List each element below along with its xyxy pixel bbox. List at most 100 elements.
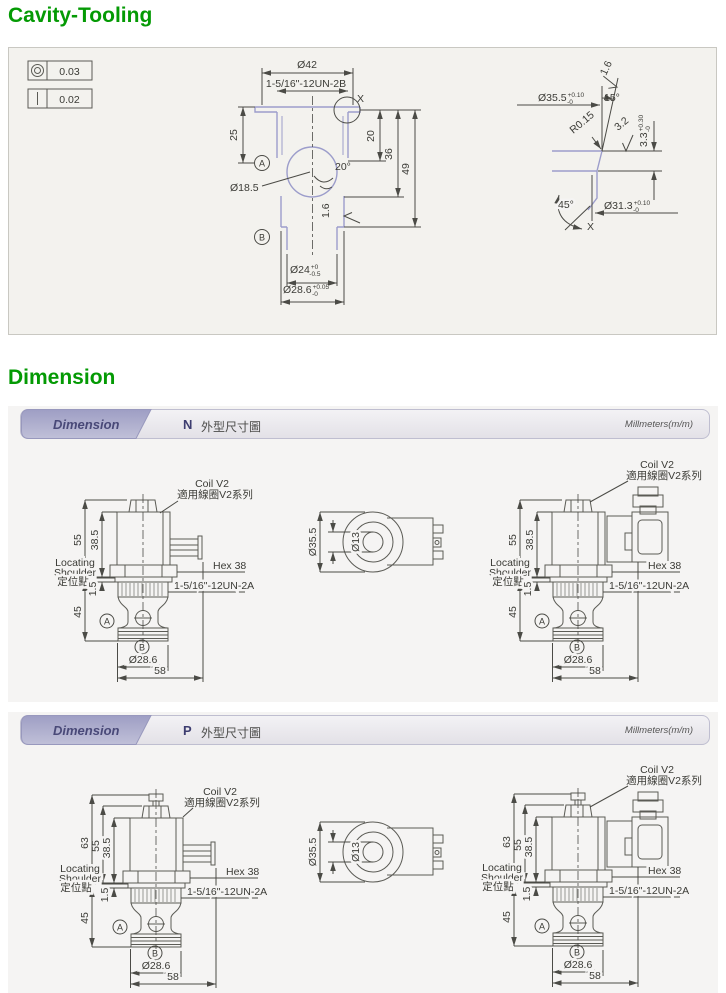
- svg-text:Hex 38: Hex 38: [213, 560, 246, 572]
- section-code: P: [183, 723, 192, 738]
- svg-text:38.5: 38.5: [89, 530, 101, 551]
- valve-drawing-n-right: Coil V2 適用線圈V2系列 55 38.5 Locating Should…: [486, 459, 702, 682]
- svg-text:Shoulder: Shoulder: [481, 872, 524, 884]
- valve-drawing-p-right: Coil V2 適用線圈V2系列 63 55 38.5 Locating Sho…: [478, 764, 702, 987]
- svg-text:Ø35.5: Ø35.5: [307, 838, 319, 867]
- detail-dia-313: Ø31.3+0.10-0: [604, 200, 650, 214]
- svg-text:58: 58: [154, 665, 166, 677]
- svg-text:Locating: Locating: [482, 862, 522, 874]
- cavity-drawing-panel: [8, 47, 717, 335]
- svg-text:Ø13: Ø13: [350, 842, 362, 862]
- svg-text:Ø35.5: Ø35.5: [307, 528, 319, 557]
- svg-text:1.5: 1.5: [99, 888, 111, 903]
- detail-angle-45: 45°: [558, 199, 574, 211]
- svg-text:B: B: [139, 643, 145, 653]
- detail-angle-15: 15°: [604, 92, 620, 104]
- svg-text:63: 63: [501, 836, 513, 848]
- cavity-tooling-title: Cavity-Tooling: [8, 4, 153, 27]
- svg-text:適用線圈V2系列: 適用線圈V2系列: [177, 488, 253, 501]
- svg-text:Ø28.6: Ø28.6: [129, 654, 158, 666]
- detail-dia-355: Ø35.5+0.10-0: [538, 92, 584, 106]
- svg-text:45: 45: [501, 911, 513, 923]
- dimension-title: Dimension: [8, 366, 116, 389]
- svg-text:38.5: 38.5: [101, 838, 113, 859]
- svg-text:A: A: [117, 923, 123, 933]
- svg-text:1-5/16"-12UN-2A: 1-5/16"-12UN-2A: [174, 580, 254, 592]
- svg-text:1.5: 1.5: [521, 887, 533, 902]
- svg-text:1-5/16"-12UN-2A: 1-5/16"-12UN-2A: [609, 885, 689, 897]
- svg-text:A: A: [259, 159, 265, 169]
- svg-text:45: 45: [507, 606, 519, 618]
- valve-drawing-n-left: Coil V2 適用線圈V2系列 55 38.5 Locating Should…: [51, 478, 257, 682]
- section-code: N: [183, 417, 193, 432]
- svg-text:Locating: Locating: [55, 557, 95, 569]
- datum-b: B: [254, 229, 270, 245]
- detail-finish-top: 1.6: [598, 59, 615, 77]
- cavity-dia-24: Ø24+0-0.5: [290, 264, 321, 278]
- tolerance-frame-straightness: 0.02: [27, 88, 93, 109]
- svg-text:A: A: [104, 617, 110, 627]
- datum-a: A: [254, 155, 270, 171]
- coil-top-view-n: Ø35.5 Ø13: [307, 512, 443, 572]
- valve-drawing-p-left: Coil V2 適用線圈V2系列 63 55 38.5 Locating Sho…: [56, 786, 270, 988]
- svg-text:B: B: [574, 948, 580, 958]
- svg-text:1.5: 1.5: [87, 582, 99, 597]
- svg-text:適用線圈V2系列: 適用線圈V2系列: [626, 774, 702, 787]
- svg-text:55: 55: [507, 534, 519, 546]
- svg-text:B: B: [574, 643, 580, 653]
- cavity-dia-top: Ø42: [297, 59, 317, 71]
- svg-text:Hex 38: Hex 38: [648, 560, 681, 572]
- svg-text:Locating: Locating: [490, 557, 530, 569]
- svg-text:定位點: 定位點: [60, 881, 92, 894]
- svg-text:Hex 38: Hex 38: [226, 866, 259, 878]
- banner-p: Dimension P 外型尺寸圖 Millmeters(m/m): [20, 715, 710, 745]
- cavity-x-ref: X: [357, 93, 364, 105]
- svg-text:Coil V2: Coil V2: [640, 764, 674, 776]
- svg-text:Coil V2: Coil V2: [203, 786, 237, 798]
- svg-text:55: 55: [90, 840, 102, 852]
- svg-text:45: 45: [79, 912, 91, 924]
- detail-finish-seat: 3.2: [612, 115, 631, 134]
- svg-text:58: 58: [589, 970, 601, 982]
- cavity-drawing: 0.03 0.02 Ø42 1-5/16"-12UN-2B X: [27, 59, 678, 305]
- banner-tab-label: Dimension: [53, 723, 120, 738]
- svg-text:A: A: [539, 617, 545, 627]
- cavity-dim-49: 49: [400, 163, 412, 175]
- svg-text:Ø28.6: Ø28.6: [564, 654, 593, 666]
- svg-text:適用線圈V2系列: 適用線圈V2系列: [184, 796, 260, 809]
- svg-text:Coil V2: Coil V2: [195, 478, 229, 490]
- cavity-dim-36: 36: [383, 148, 395, 160]
- svg-text:55: 55: [72, 534, 84, 546]
- cavity-dim-25: 25: [228, 129, 240, 141]
- cavity-dia-pilot: Ø18.5: [230, 182, 259, 194]
- svg-text:Ø28.6: Ø28.6: [142, 960, 171, 972]
- units-label: Millmeters(m/m): [624, 725, 693, 736]
- cavity-finish-wall: 1.6: [320, 203, 332, 218]
- svg-text:Locating: Locating: [60, 863, 100, 875]
- svg-text:Shoulder: Shoulder: [59, 873, 102, 885]
- svg-text:Hex 38: Hex 38: [648, 865, 681, 877]
- svg-text:A: A: [539, 922, 545, 932]
- banner-tab-shape: [21, 409, 152, 439]
- svg-text:適用線圈V2系列: 適用線圈V2系列: [626, 469, 702, 482]
- coil-top-view-p: Ø35.5 Ø13: [307, 822, 443, 882]
- cavity-dim-20: 20: [365, 130, 377, 142]
- svg-text:38.5: 38.5: [523, 837, 535, 858]
- svg-text:Ø13: Ø13: [350, 532, 362, 552]
- section-title-cn: 外型尺寸圖: [201, 726, 262, 740]
- svg-text:1-5/16"-12UN-2A: 1-5/16"-12UN-2A: [609, 580, 689, 592]
- svg-text:Coil V2: Coil V2: [640, 459, 674, 471]
- cavity-angle-seat: 20°: [335, 161, 351, 173]
- detail-depth-33: 3.3+0.30-0: [638, 115, 652, 147]
- svg-text:Shoulder: Shoulder: [489, 567, 532, 579]
- section-title-cn: 外型尺寸圖: [201, 420, 262, 434]
- svg-text:38.5: 38.5: [524, 530, 536, 551]
- banner-n: Dimension N 外型尺寸圖 Millmeters(m/m): [20, 409, 710, 439]
- svg-text:定位點: 定位點: [57, 575, 89, 588]
- svg-text:58: 58: [167, 971, 179, 983]
- svg-text:定位點: 定位點: [492, 575, 524, 588]
- svg-text:Ø28.6: Ø28.6: [564, 959, 593, 971]
- svg-text:1.5: 1.5: [522, 582, 534, 597]
